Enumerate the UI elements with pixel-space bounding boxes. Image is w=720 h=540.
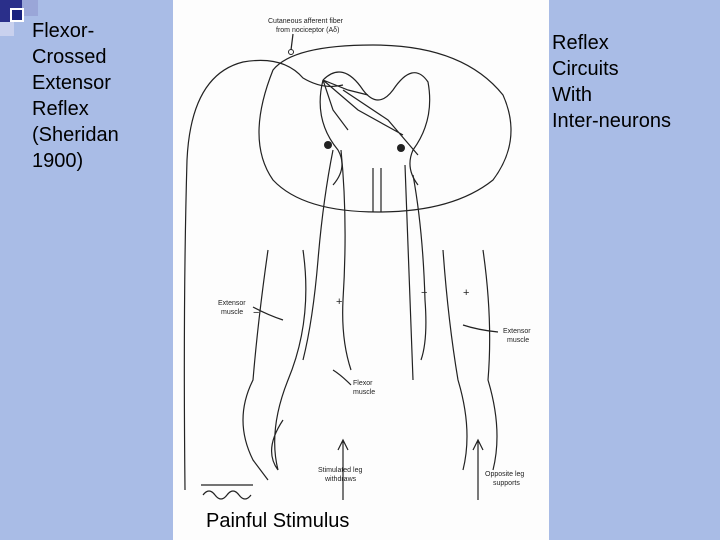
stimulated-leg-arrow (337, 438, 349, 500)
label-flexor-2: muscle (353, 389, 375, 396)
reflex-diagram: Cutaneous afferent fiber from nociceptor… (173, 0, 549, 540)
corner-square-2 (22, 0, 38, 16)
opposite-leg-arrow (472, 438, 484, 500)
spinal-cord-outline (258, 44, 512, 213)
flexor-pointer (332, 369, 352, 386)
label-flexor: Flexor (353, 380, 373, 387)
label-extensor-left-2: muscle (221, 309, 243, 316)
right-leg (442, 249, 498, 471)
bullet-square (10, 8, 24, 22)
slide-title-right: Reflex Circuits With Inter-neurons (552, 32, 671, 132)
caption-painful-stimulus: Painful Stimulus (206, 510, 350, 532)
right-motor-nerve (404, 164, 427, 381)
slide-title-left: Flexor- Crossed Extensor Reflex (Sherida… (32, 20, 119, 172)
reflex-diagram-drawing: Cutaneous afferent fiber from nociceptor… (183, 18, 531, 500)
label-opposite: Opposite leg (485, 471, 524, 478)
label-afferent: Cutaneous afferent fiber (268, 18, 344, 25)
label-afferent-2: from nociceptor (Aδ) (276, 27, 339, 34)
label-stimulated-2: withdraws (324, 476, 357, 483)
label-stimulated: Stimulated leg (318, 467, 362, 474)
sign-plus-1: + (336, 296, 342, 308)
label-extensor-right: Extensor (503, 328, 531, 335)
interneuron-branches (322, 79, 419, 156)
sign-minus-2: − (253, 307, 259, 319)
ventral-fissure (372, 168, 382, 212)
sign-plus-2: + (463, 287, 469, 299)
label-extensor-right-2: muscle (507, 337, 529, 344)
stimulus-wave (202, 490, 252, 500)
extensor-right-pointer (462, 324, 499, 333)
interneuron-soma-2 (397, 144, 405, 152)
interneuron-soma-1 (324, 141, 332, 149)
afferent-fiber (183, 59, 344, 491)
corner-square-3 (0, 22, 14, 36)
label-opposite-2: supports (493, 480, 520, 487)
grey-matter (319, 71, 431, 186)
sign-minus-1: − (421, 287, 427, 299)
left-motor-nerve (302, 149, 352, 371)
left-leg (242, 249, 307, 481)
extensor-left-pointer (252, 306, 284, 321)
label-extensor-left: Extensor (218, 300, 246, 307)
receptor-ending (288, 49, 294, 55)
afferent-pointer (290, 33, 294, 51)
